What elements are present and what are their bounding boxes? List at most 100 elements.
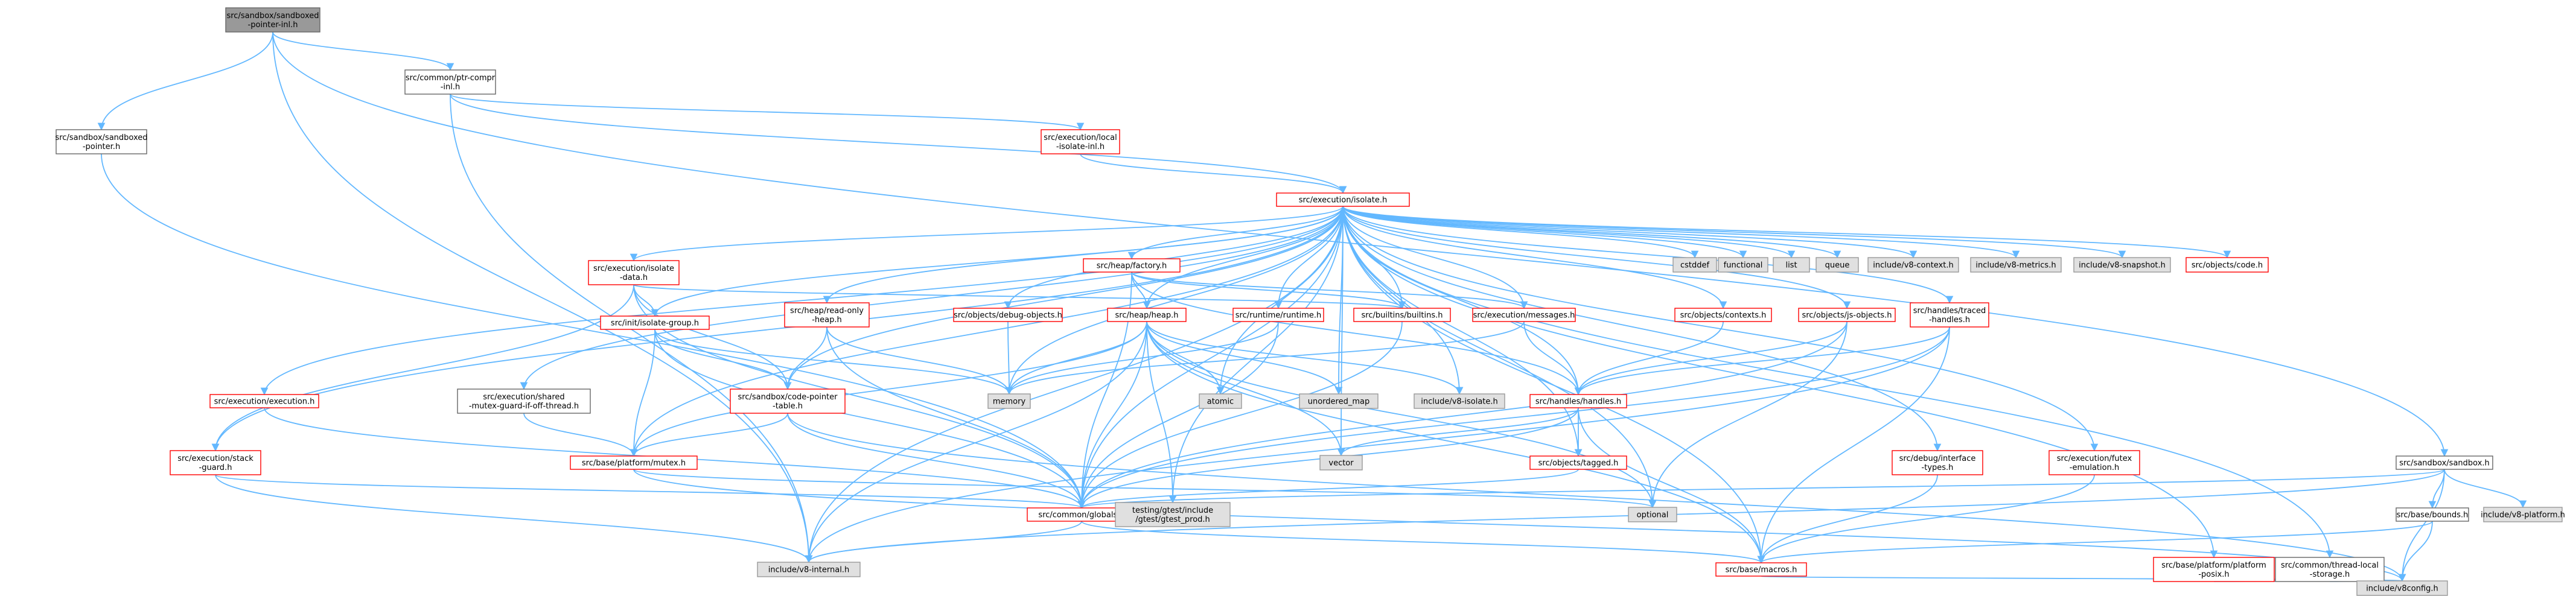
node-sandboxedptr[interactable]: src/sandbox/sandboxed-pointer.h	[55, 129, 148, 154]
edge-isolate-to-traced	[1342, 206, 1954, 304]
node-runtime[interactable]: src/runtime/runtime.h	[1232, 308, 1324, 322]
edge-mutex-to-optional	[633, 469, 1656, 509]
node-heap[interactable]: src/heap/heap.h	[1107, 308, 1187, 322]
node-globals[interactable]: src/common/globals.h	[1027, 507, 1137, 522]
node-label: -table.h	[773, 402, 803, 411]
node-localiso[interactable]: src/execution/local-isolate-inl.h	[1041, 129, 1120, 154]
node-messages[interactable]: src/execution/messages.h	[1472, 308, 1576, 322]
node-execution[interactable]: src/execution/execution.h	[209, 394, 319, 408]
node-objcode[interactable]: src/objects/code.h	[2185, 257, 2269, 273]
edge-sandboxedptr-to-globals	[101, 153, 1086, 509]
node-isodata[interactable]: src/execution/isolate-data.h	[588, 260, 680, 285]
node-atomic[interactable]: atomic	[1199, 393, 1242, 409]
edge-bounds-to-macros	[1758, 521, 2433, 564]
node-label: -isolate-inl.h	[1056, 142, 1105, 151]
node-list[interactable]: list	[1773, 257, 1810, 273]
node-sharedmutex[interactable]: src/execution/shared-mutex-guard-if-off-…	[457, 388, 591, 414]
node-tagged[interactable]: src/objects/tagged.h	[1529, 455, 1627, 470]
node-initgroup[interactable]: src/init/isolate-group.h	[600, 315, 710, 330]
node-functional[interactable]: functional	[1718, 257, 1768, 273]
node-box	[1353, 308, 1451, 322]
edge-initgroup-to-mutex	[630, 329, 655, 457]
node-optional[interactable]: optional	[1628, 507, 1677, 522]
node-v8internal[interactable]: include/v8-internal.h	[757, 562, 861, 577]
node-label: include/v8-internal.h	[768, 566, 849, 575]
node-label: src/sandbox/code-pointer	[738, 393, 838, 402]
node-box	[2396, 455, 2493, 470]
node-readonly[interactable]: src/heap/read-only-heap.h	[784, 302, 870, 328]
node-factory[interactable]: src/heap/factory.h	[1083, 258, 1181, 273]
node-bounds[interactable]: src/base/bounds.h	[2396, 507, 2469, 522]
node-codeptr[interactable]: src/sandbox/code-pointer-table.h	[730, 388, 846, 414]
node-label: src/execution/messages.h	[1473, 311, 1575, 320]
node-mutex[interactable]: src/base/platform/mutex.h	[570, 455, 698, 470]
node-label: src/heap/heap.h	[1115, 311, 1178, 320]
node-label: src/execution/futex	[2057, 454, 2132, 463]
node-label: -heap.h	[812, 315, 842, 325]
node-gtest[interactable]: testing/gtest/include/gtest/gtest_prod.h	[1115, 502, 1231, 527]
node-posix[interactable]: src/base/platform/platform-posix.h	[2153, 557, 2275, 582]
node-v8platform[interactable]: include/v8-platform.h	[2481, 507, 2565, 522]
node-v8metrics[interactable]: include/v8-metrics.h	[1970, 257, 2062, 273]
node-debugobj[interactable]: src/objects/debug-objects.h	[953, 308, 1063, 322]
node-unordered[interactable]: unordered_map	[1299, 393, 1379, 409]
node-label: src/heap/factory.h	[1097, 262, 1167, 271]
edge-isolate-to-queue	[1342, 206, 1841, 259]
node-v8config[interactable]: include/v8config.h	[2356, 580, 2448, 596]
node-root[interactable]: src/sandbox/sandboxed-pointer-inl.h	[225, 7, 320, 33]
node-memory[interactable]: memory	[987, 393, 1031, 409]
node-label: functional	[1724, 261, 1763, 270]
node-futex[interactable]: src/execution/futex-emulation.h	[2048, 450, 2140, 475]
node-v8context[interactable]: include/v8-context.h	[1867, 257, 1959, 273]
edge-traced-to-v8internal	[805, 326, 1950, 563]
node-box	[1529, 455, 1627, 470]
edge-globals-to-v8internal	[805, 521, 1082, 563]
edge-isolate-to-messages	[1342, 206, 1528, 309]
node-label: include/v8-metrics.h	[1975, 261, 2056, 270]
node-traced[interactable]: src/handles/traced-handles.h	[1910, 302, 1989, 328]
edge-initgroup-to-memory	[654, 329, 1013, 395]
node-jsobjects[interactable]: src/objects/js-objects.h	[1798, 308, 1896, 322]
node-stackguard[interactable]: src/execution/stack-guard.h	[170, 450, 261, 475]
edge-isolate-to-memory	[1005, 206, 1344, 395]
node-handles[interactable]: src/handles/handles.h	[1529, 394, 1627, 408]
node-label: src/sandbox/sandboxed	[226, 11, 319, 21]
node-label: src/handles/traced	[1913, 306, 1986, 315]
node-label: src/heap/read-only	[790, 306, 864, 315]
node-label: -types.h	[1922, 463, 1954, 472]
edge-isolate-to-tagged	[1342, 206, 1583, 457]
node-label: src/init/isolate-group.h	[611, 319, 699, 328]
node-label: src/runtime/runtime.h	[1235, 311, 1322, 320]
edge-traced-to-macros	[1757, 326, 1950, 564]
node-sandbox[interactable]: src/sandbox/sandbox.h	[2396, 455, 2493, 470]
node-box	[404, 69, 496, 95]
node-debugiface[interactable]: src/debug/interface-types.h	[1892, 450, 1983, 475]
node-queue[interactable]: queue	[1816, 257, 1859, 273]
node-builtins[interactable]: src/builtins/builtins.h	[1353, 308, 1451, 322]
node-box	[2073, 257, 2171, 273]
edge-stackguard-to-v8internal	[215, 474, 813, 563]
edge-isolate-to-globals	[1077, 206, 1344, 509]
edge-factory-to-handles	[1131, 271, 1583, 396]
node-threadlocal[interactable]: src/common/thread-local-storage.h	[2275, 557, 2385, 582]
edge-isolate-to-heap	[1143, 206, 1344, 309]
edge-isolate-to-sharedmutex	[520, 206, 1344, 390]
node-macros[interactable]: src/base/macros.h	[1715, 562, 1807, 577]
node-vector[interactable]: vector	[1319, 455, 1363, 471]
node-box	[757, 562, 861, 577]
node-label: src/debug/interface	[1899, 454, 1976, 463]
node-label: include/v8-platform.h	[2481, 511, 2565, 520]
edge-debugobj-to-memory	[1005, 321, 1013, 395]
node-label: src/execution/execution.h	[214, 398, 315, 407]
node-label: src/handles/handles.h	[1535, 398, 1621, 407]
node-cstddef[interactable]: cstddef	[1672, 257, 1717, 273]
node-box	[2275, 557, 2385, 582]
node-contexts[interactable]: src/objects/contexts.h	[1674, 308, 1772, 322]
node-label: atomic	[1207, 398, 1234, 407]
node-isolate[interactable]: src/execution/isolate.h	[1276, 192, 1410, 207]
node-ptrcompr[interactable]: src/common/ptr-compr-inl.h	[404, 69, 496, 95]
node-box	[2048, 450, 2140, 475]
node-v8snapshot[interactable]: include/v8-snapshot.h	[2073, 257, 2171, 273]
node-v8isolate[interactable]: include/v8-isolate.h	[1414, 393, 1505, 409]
